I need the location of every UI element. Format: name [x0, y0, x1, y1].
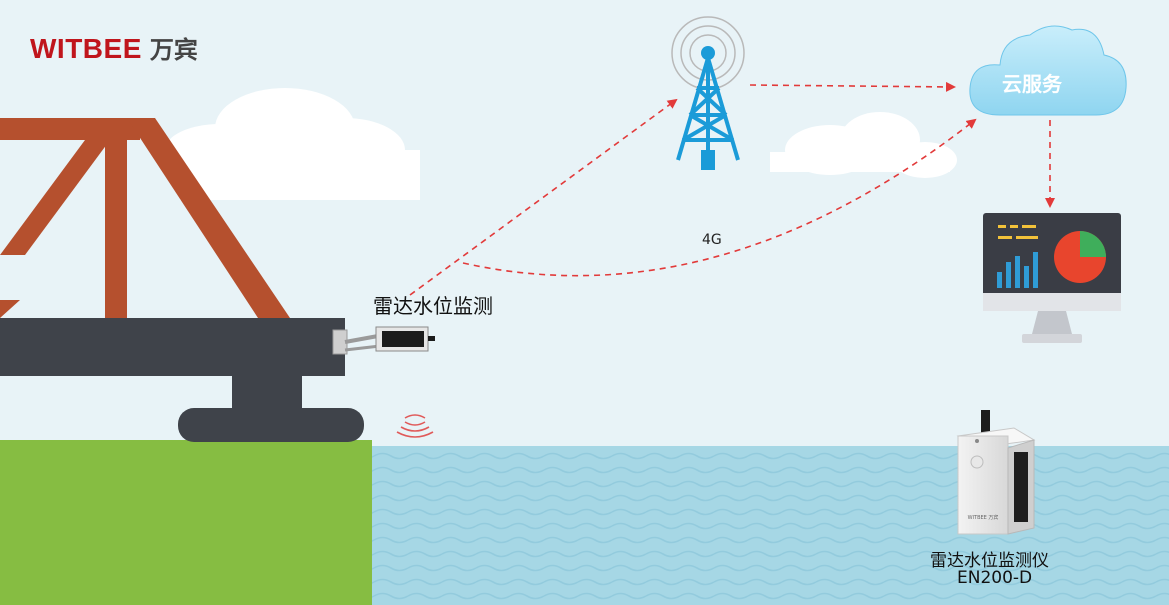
- bridge-deck: [0, 318, 364, 442]
- arrow-device-to-cloud: [462, 118, 977, 277]
- device-title-label: 雷达水位监测仪: [930, 551, 1049, 571]
- water-level-instrument: [956, 410, 1036, 535]
- radar-sensor-label: 雷达水位监测: [373, 294, 493, 318]
- device-model-label: EN200-D: [957, 568, 1033, 588]
- grass-bank: [0, 440, 372, 605]
- data-flow-arrows: [409, 81, 1055, 296]
- radar-signal-icon: [396, 414, 434, 438]
- dashboard-monitor-icon: [983, 213, 1121, 343]
- cloud-service-icon: [969, 25, 1127, 116]
- background-cloud-right: [770, 112, 957, 178]
- cell-tower-icon: [671, 16, 745, 170]
- network-label: 4G: [702, 232, 722, 248]
- river-waves: [360, 446, 1169, 605]
- brand-name-cn: 万宾: [149, 36, 198, 64]
- cloud-service-label: 云服务: [1002, 72, 1062, 96]
- device-nameplate: WITBEE 万宾: [968, 514, 999, 521]
- bridge-truss: [0, 118, 290, 318]
- brand-logo: WITBEE 万宾: [30, 30, 198, 65]
- arrow-tower-to-cloud: [749, 81, 956, 92]
- background-cloud-left: [165, 88, 420, 200]
- brand-name: WITBEE: [30, 33, 142, 64]
- radar-sensor-device: [332, 326, 435, 355]
